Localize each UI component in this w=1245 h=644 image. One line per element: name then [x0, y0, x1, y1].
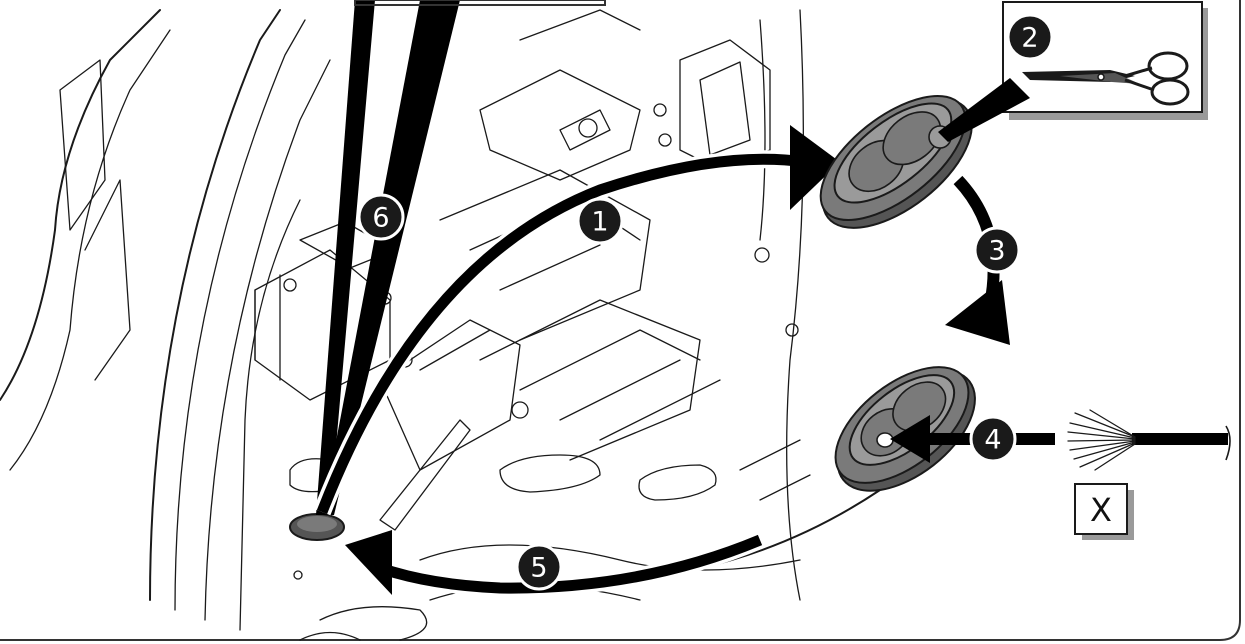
step-number-5: 5	[530, 553, 547, 584]
step-badge-5: 5	[517, 545, 561, 589]
step-number-3: 3	[988, 236, 1005, 267]
step-number-1: 1	[591, 207, 608, 238]
cable-icon	[1068, 410, 1230, 470]
arrow-step-5	[345, 490, 880, 595]
installed-grommet	[290, 514, 344, 540]
step-number-6: 6	[372, 203, 389, 234]
step-badge-6: 6	[359, 195, 403, 239]
cable-label: X	[1090, 491, 1112, 529]
step-badge-1: 1	[578, 199, 622, 243]
step-badge-2: 2	[1008, 15, 1052, 59]
step-badge-3: 3	[975, 228, 1019, 272]
cable-label-box: X	[1075, 484, 1134, 540]
step-badge-4: 4	[971, 417, 1015, 461]
scissors-inset	[938, 2, 1208, 142]
step-number-4: 4	[984, 425, 1001, 456]
step-number-2: 2	[1021, 23, 1038, 54]
grommet-cut	[814, 343, 997, 514]
